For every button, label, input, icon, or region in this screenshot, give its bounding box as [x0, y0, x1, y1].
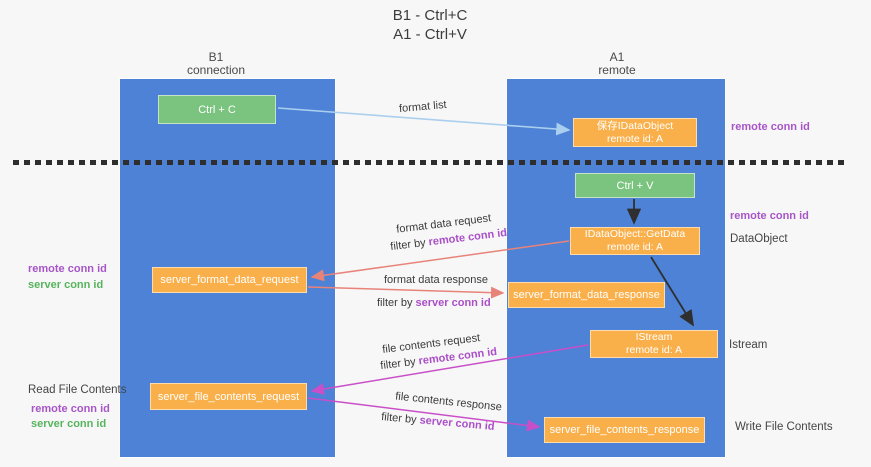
save-idataobject-line1: 保存IDataObject — [596, 119, 674, 132]
title-line-2: A1 - Ctrl+V — [393, 26, 467, 43]
lifeline-b1-name: B1 — [208, 50, 224, 64]
istream-box: IStream remote id: A — [590, 330, 718, 358]
left-server-conn-id-annotation-1: server conn id — [28, 279, 104, 291]
istream-line1: IStream — [635, 331, 673, 343]
filter-prefix: filter by — [379, 355, 420, 373]
filter-prefix: filter by — [389, 236, 430, 254]
server-file-contents-request-box: server_file_contents_request — [150, 383, 307, 410]
diagram-title: B1 - Ctrl+C A1 - Ctrl+V — [330, 6, 530, 44]
getdata-line2: remote id: A — [606, 241, 664, 253]
title-line-1: B1 - Ctrl+C — [392, 7, 468, 24]
format-list-label: format list — [398, 98, 448, 116]
getdata-line1: IDataObject::GetData — [584, 228, 686, 240]
read-file-contents-annotation: Read File Contents — [28, 384, 127, 396]
server-file-contents-response-box: server_file_contents_response — [544, 417, 705, 443]
write-file-contents-annotation: Write File Contents — [735, 421, 833, 433]
filter-by-server-conn-id-label-1: filter by server conn id — [377, 297, 491, 309]
filter-prefix: filter by — [377, 297, 416, 309]
right-remote-conn-id-annotation-1: remote conn id — [731, 121, 810, 133]
ctrl-c-box: Ctrl + C — [158, 95, 276, 124]
save-idataobject-line2: remote id: A — [606, 132, 664, 145]
lifeline-header-b1: B1 connection — [156, 51, 276, 77]
lifeline-a1-name: A1 — [609, 50, 625, 64]
left-remote-conn-id-annotation-2: remote conn id — [31, 403, 110, 415]
save-idataobject-box: 保存IDataObject remote id: A — [573, 118, 697, 147]
dashed-divider-line — [13, 160, 845, 165]
filter-prefix: filter by — [380, 411, 421, 427]
filter-key-server-conn-id: server conn id — [415, 297, 491, 309]
file-contents-response-label: file contents response — [394, 390, 503, 414]
filter-by-server-conn-id-label-2: filter by server conn id — [381, 411, 495, 433]
right-remote-conn-id-annotation-2: remote conn id — [730, 210, 809, 222]
istream-line2: remote id: A — [625, 344, 683, 356]
filter-key-server-conn-id: server conn id — [419, 414, 496, 433]
server-format-data-response-box: server_format_data_response — [508, 282, 665, 308]
lifeline-a1-role: remote — [598, 63, 636, 77]
left-server-conn-id-annotation-2: server conn id — [31, 418, 107, 430]
format-data-response-label: format data response — [384, 274, 488, 286]
idataobject-getdata-box: IDataObject::GetData remote id: A — [570, 227, 700, 255]
format-data-response-arrow — [307, 286, 505, 299]
lifeline-b1-role: connection — [186, 63, 246, 77]
ctrl-v-box: Ctrl + V — [575, 173, 695, 198]
dataobject-annotation: DataObject — [730, 233, 788, 245]
left-remote-conn-id-annotation-1: remote conn id — [28, 263, 107, 275]
lifeline-header-a1: A1 remote — [557, 51, 677, 77]
istream-annotation: Istream — [729, 339, 768, 351]
server-format-data-request-box: server_format_data_request — [152, 267, 307, 293]
